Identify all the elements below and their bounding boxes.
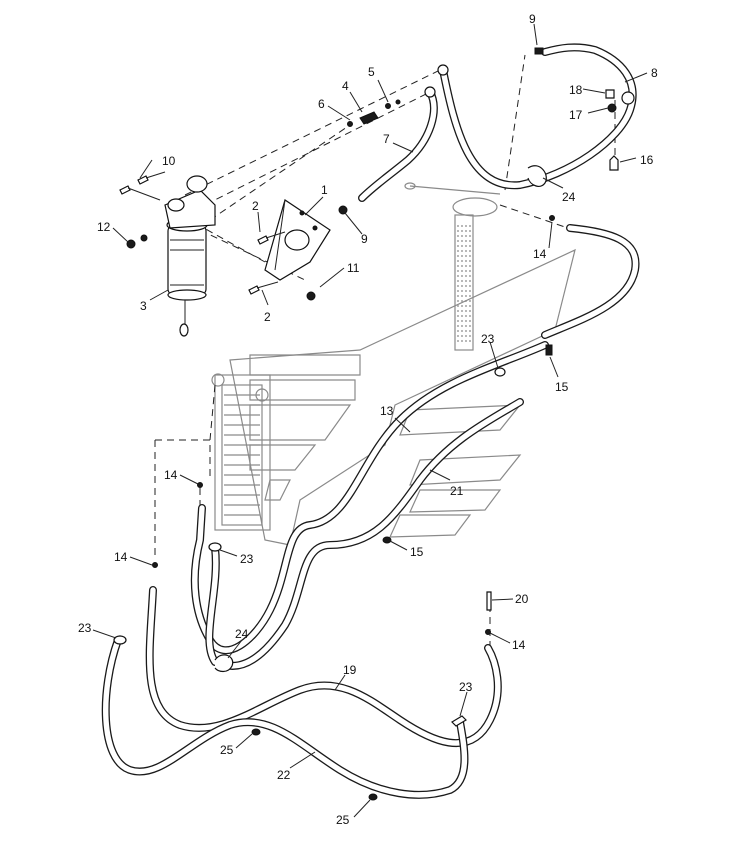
callout-10: 10 [162, 154, 176, 168]
hose-8 [439, 43, 637, 190]
callout-11: 11 [347, 261, 360, 275]
callout-16: 16 [640, 153, 654, 167]
callout-14: 14 [533, 247, 547, 261]
hoses [101, 43, 640, 799]
callout-1: 1 [321, 183, 328, 197]
callout-21: 21 [450, 484, 464, 498]
hose-14-upper [541, 224, 640, 339]
hose-13 [190, 341, 549, 655]
callout-14: 14 [114, 550, 128, 564]
callout-6: 6 [318, 97, 325, 111]
callout-24: 24 [562, 190, 576, 204]
fuel-filter-assembly [164, 175, 216, 337]
callout-17: 17 [569, 108, 583, 122]
callout-15: 15 [555, 380, 569, 394]
fuel-sender-ghost [404, 182, 501, 351]
callout-leaders [92, 23, 648, 818]
callout-2: 2 [264, 310, 271, 324]
callout-25: 25 [336, 813, 350, 827]
callout-23: 23 [459, 680, 473, 694]
callout-12: 12 [97, 220, 111, 234]
callout-23: 23 [240, 552, 254, 566]
callout-2: 2 [252, 199, 259, 213]
callout-24: 24 [235, 627, 249, 641]
callout-7: 7 [383, 132, 390, 146]
fasteners [113, 47, 635, 801]
callout-18: 18 [569, 83, 583, 97]
callout-20: 20 [515, 592, 529, 606]
callout-5: 5 [368, 65, 375, 79]
callout-13: 13 [380, 404, 394, 418]
callout-23: 23 [78, 621, 92, 635]
callout-8: 8 [651, 66, 658, 80]
radiator-ghost [211, 373, 271, 531]
callout-23: 23 [481, 332, 495, 346]
callout-14: 14 [512, 638, 526, 652]
callout-labels: 1 2 2 3 4 5 6 7 8 9 9 10 11 12 13 14 14 … [78, 12, 658, 827]
callout-22: 22 [277, 768, 291, 782]
callout-25: 25 [220, 743, 234, 757]
mounting-bracket [264, 199, 331, 281]
callout-15: 15 [410, 545, 424, 559]
callout-19: 19 [343, 663, 357, 677]
callout-3: 3 [140, 299, 147, 313]
callout-9: 9 [529, 12, 536, 26]
callout-9: 9 [361, 232, 368, 246]
callout-14: 14 [164, 468, 178, 482]
callout-4: 4 [342, 79, 349, 93]
background-ghost-components [211, 182, 576, 546]
